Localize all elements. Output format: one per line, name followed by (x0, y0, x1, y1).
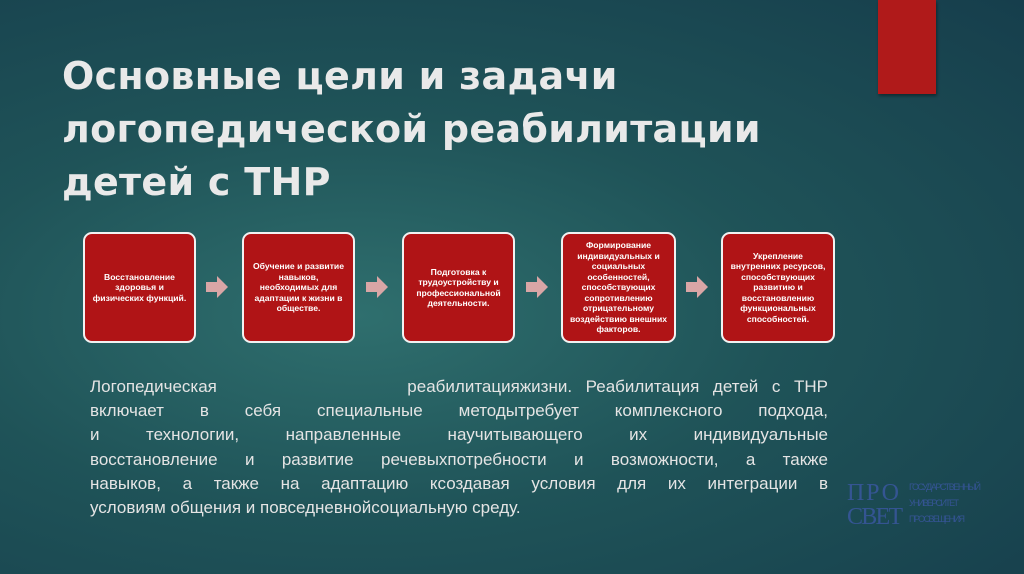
body-line: Логопедическая реабилитацияжизни. Реабил… (90, 377, 828, 396)
step-box-1: Восстановление здоровья и физических фун… (83, 232, 196, 343)
step-text: Обучение и развитие навыков, необходимых… (253, 261, 344, 314)
step-text: Подготовка к трудоустройству и профессио… (416, 266, 501, 309)
body-line: условиям общения и повседневнойсоциальну… (90, 497, 521, 517)
svg-text:СВЕТ: СВЕТ (847, 504, 903, 528)
step-box-3: Подготовка к трудоустройству и профессио… (402, 232, 515, 343)
svg-text:ГОСУДАРСТВЕННЫЙ: ГОСУДАРСТВЕННЫЙ (909, 481, 981, 492)
step-box-5: Укрепление внутренних ресурсов, способст… (721, 232, 835, 343)
university-logo: ПРО СВЕТ ГОСУДАРСТВЕННЫЙ УНИВЕРСИТЕТ ПРО… (845, 478, 985, 533)
body-line: включает в себя специальные методытребуе… (90, 401, 828, 421)
svg-text:ПРО: ПРО (847, 480, 899, 506)
slide-title: Основные цели и задачи логопедической ре… (62, 50, 862, 209)
step-box-2: Обучение и развитие навыков, необходимых… (242, 232, 355, 343)
step-text: Восстановление здоровья и физических фун… (92, 271, 187, 303)
step-box-4: Формирование индивидуальных и социальных… (561, 232, 676, 343)
step-text: Укрепление внутренних ресурсов, способст… (730, 250, 826, 324)
title-line: логопедической реабилитации (62, 107, 761, 151)
arrow-right-icon (366, 276, 388, 298)
svg-text:ПРОСВЕЩЕНИЯ: ПРОСВЕЩЕНИЯ (909, 514, 965, 524)
body-line: и технологии, направленные научитывающег… (90, 425, 828, 445)
arrow-right-icon (526, 276, 548, 298)
red-accent-bar (878, 0, 936, 94)
step-text: Формирование индивидуальных и социальных… (569, 240, 668, 335)
arrow-right-icon (206, 276, 228, 298)
body-line: восстановление и развитие речевыхпотребн… (90, 449, 828, 469)
title-line: детей с ТНР (62, 160, 331, 204)
svg-text:УНИВЕРСИТЕТ: УНИВЕРСИТЕТ (909, 498, 960, 508)
title-line: Основные цели и задачи (62, 54, 618, 98)
arrow-right-icon (686, 276, 708, 298)
body-line: навыков, а также на адаптацию ксоздавая … (90, 473, 828, 493)
body-text: Логопедическая реабилитацияжизни. Реабил… (90, 375, 828, 520)
